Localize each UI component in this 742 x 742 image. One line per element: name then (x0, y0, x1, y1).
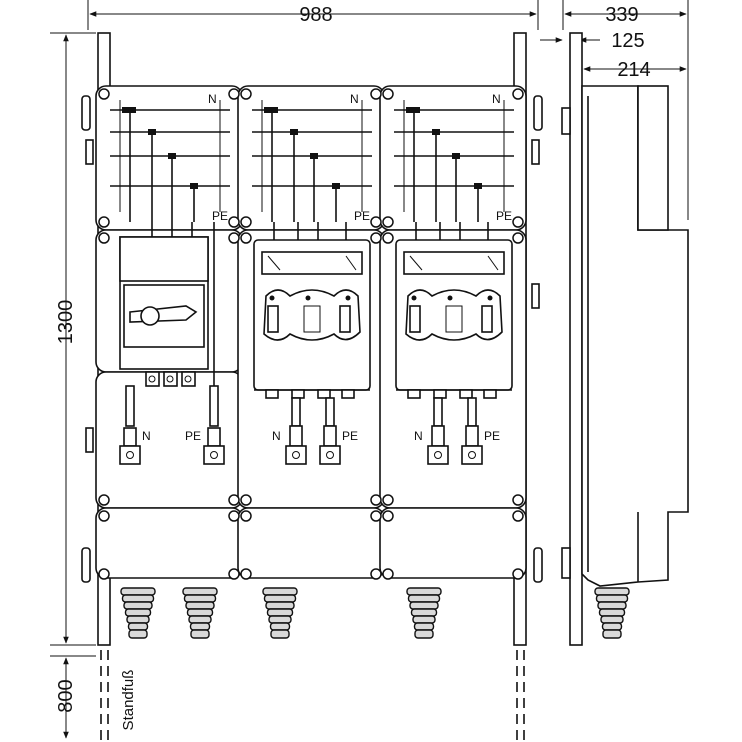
pe-label-left: PE (185, 429, 201, 443)
n-label-busbar: N (208, 92, 217, 106)
depth-wall-label: 125 (611, 30, 644, 52)
corner-screws (98, 88, 524, 580)
left-pe-terminal: PE (185, 222, 225, 465)
pe-label-busbar: PE (212, 209, 228, 223)
dimension-foot: 800 (50, 655, 96, 739)
fuse-switch-modules: N PE N PE (253, 222, 513, 465)
busbar-section: N PE (394, 92, 514, 223)
left-n-terminal: N (119, 385, 151, 465)
n-label-fuse: N (272, 429, 281, 443)
dimension-height: 1300 (50, 32, 96, 646)
foot-height-label: 800 (55, 679, 77, 712)
side-cable-gland (594, 587, 630, 639)
busbar-section: N PE (110, 92, 230, 223)
n-label-busbar: N (350, 92, 359, 106)
busbar-section: N PE (252, 92, 372, 223)
n-label-left: N (142, 429, 151, 443)
standfuss-label: Standfuß (120, 670, 137, 731)
width-label: 988 (299, 4, 332, 26)
cable-gland (120, 587, 156, 639)
fuse-switch: N PE (253, 222, 371, 465)
dimension-depth-total: 339 (562, 0, 689, 220)
side-view (561, 32, 689, 646)
dimension-width: 988 (87, 0, 539, 30)
height-label: 1300 (55, 300, 77, 345)
cable-glands (120, 587, 442, 639)
pe-label-busbar: PE (354, 209, 370, 223)
n-label-fuse: N (414, 429, 423, 443)
fuse-switch: N PE (395, 222, 513, 465)
cable-gland (406, 587, 442, 639)
dimension-depth-front: 214 (581, 55, 687, 85)
cable-gland (262, 587, 298, 639)
cable-gland (182, 587, 218, 639)
cable-gland (594, 587, 630, 639)
depth-front-label: 214 (617, 59, 650, 81)
post-clamps (81, 95, 543, 583)
n-label-busbar: N (492, 92, 501, 106)
pe-label-busbar: PE (496, 209, 512, 223)
busbar-sections: N PE N PE N PE (110, 92, 514, 223)
dimension-depth-wall: 125 (540, 30, 645, 52)
pe-label-fuse: PE (342, 429, 358, 443)
main-switch (119, 222, 209, 387)
pe-label-fuse: PE (484, 429, 500, 443)
depth-total-label: 339 (605, 4, 638, 26)
